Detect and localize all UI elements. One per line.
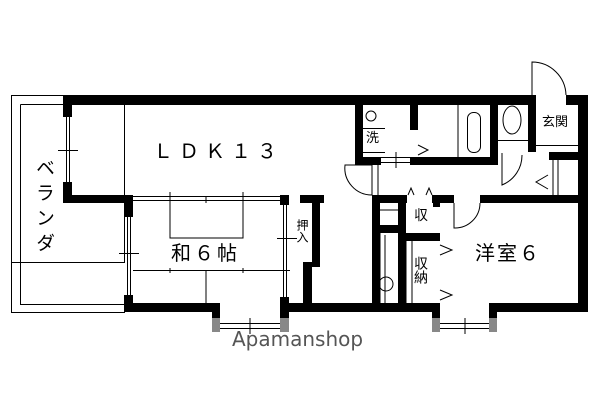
room-label-oshiire: 押入 — [295, 219, 309, 243]
windows — [58, 117, 489, 334]
veranda-outline — [11, 95, 125, 313]
room-label-washitsu: 和６帖 — [171, 241, 240, 265]
room-label-entrance: 玄関 — [542, 115, 569, 130]
window-frames — [212, 318, 497, 332]
interior-lines — [133, 61, 578, 303]
room-label-veranda: ベランダ — [33, 158, 55, 258]
room-label-youshitsu: 洋室６ — [475, 241, 541, 265]
room-label-storage-small: 収 — [414, 208, 428, 224]
apamanshop-logo: Apamanshop — [232, 327, 364, 351]
room-label-ldk: ＬＤＫ１３ — [153, 139, 283, 163]
room-label-storage: 収納 — [412, 256, 428, 284]
room-label-laundry: 洗 — [366, 131, 380, 146]
walls — [63, 95, 588, 318]
